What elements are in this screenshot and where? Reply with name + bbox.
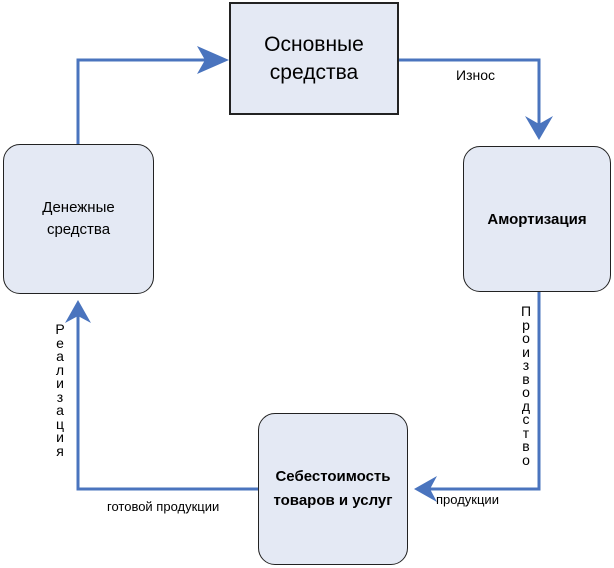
edge-label-production-letter: П bbox=[520, 303, 532, 319]
edge-label-production-letter: и bbox=[522, 343, 530, 360]
arrow-fixed-assets-to-depreciation bbox=[399, 58, 541, 132]
edge-label-production-letter: о bbox=[522, 451, 530, 468]
edge-label-realization-letter: а bbox=[56, 402, 64, 418]
edge-label-production-letter: с bbox=[522, 411, 530, 427]
edge-label-realization-letter: я bbox=[56, 442, 64, 459]
node-cost: Себестоимость товаров и услуг bbox=[258, 413, 408, 565]
edge-label-realization-letter: а bbox=[56, 348, 64, 364]
arrowhead-to-depreciation bbox=[525, 116, 553, 140]
edge-label-production-letter: о bbox=[522, 384, 530, 400]
edge-label-realization-letter: и bbox=[56, 429, 64, 445]
node-fixed-assets-line2: средства bbox=[269, 60, 359, 84]
edge-label-production-letter: д bbox=[521, 397, 531, 414]
edge-label-finished-goods: готовой продукции bbox=[107, 499, 220, 514]
arrowhead-to-cash bbox=[65, 300, 91, 323]
arrow-cost-to-cash bbox=[76, 310, 258, 491]
node-depreciation-label: Амортизация bbox=[487, 210, 587, 228]
node-cost-line2: товаров и услуг bbox=[273, 492, 393, 509]
edge-label-realization-letter: и bbox=[56, 375, 64, 391]
node-fixed-assets: Основные средства bbox=[229, 2, 399, 115]
edge-label-production-letter: т bbox=[522, 424, 530, 441]
node-cost-line1: Себестоимость bbox=[275, 468, 391, 485]
edge-label-wear: Износ bbox=[456, 67, 495, 83]
edge-label-realization-letter: ц bbox=[55, 415, 65, 432]
node-depreciation: Амортизация bbox=[463, 146, 611, 292]
arrow-depreciation-to-cost bbox=[422, 292, 541, 491]
node-cash-line2: средства bbox=[46, 221, 111, 238]
arrowhead-to-cost bbox=[414, 476, 437, 502]
edge-label-realization-letter: е bbox=[56, 334, 64, 351]
edge-label-realization-letter: Р bbox=[55, 321, 65, 337]
edge-label-realization-letter: л bbox=[55, 361, 65, 378]
edge-label-realization-letter: з bbox=[56, 388, 64, 405]
edge-label-production: П р о и з в о д с т в о bbox=[518, 303, 534, 468]
node-cash: Денежные средства bbox=[3, 144, 154, 294]
arrow-cash-to-fixed-assets bbox=[76, 58, 222, 144]
node-cash-line1: Денежные bbox=[42, 199, 115, 216]
edge-label-production-end: продукции bbox=[436, 492, 499, 507]
edge-label-production-letter: з bbox=[522, 357, 530, 373]
arrowhead-to-fixed-assets bbox=[197, 46, 229, 74]
node-fixed-assets-line1: Основные bbox=[264, 32, 364, 56]
edge-label-production-letter: в bbox=[522, 438, 530, 454]
edge-label-production-letter: о bbox=[522, 330, 530, 346]
edge-label-production-letter: р bbox=[522, 316, 530, 333]
edge-label-production-letter: в bbox=[522, 370, 530, 387]
edge-label-realization: Р е а л и з а ц и я bbox=[52, 321, 68, 459]
